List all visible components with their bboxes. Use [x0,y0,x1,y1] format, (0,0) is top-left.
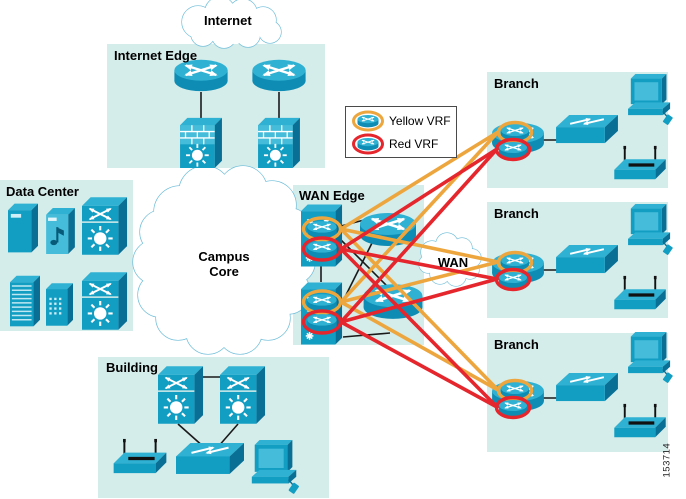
media-server-icon [46,208,75,254]
region-label-branch-top: Branch [494,76,539,91]
yellow-vrf-router-icon [307,221,336,238]
server-icon [8,203,38,253]
pc-icon [251,440,300,495]
pc-icon [627,74,673,126]
internet-router-icon [174,60,227,91]
internet-edge-devices [174,60,305,168]
compact-server-icon [46,283,73,326]
legend-label-red-vrf: Red VRF [389,136,439,151]
workgroup-switch-icon [176,443,244,474]
yellow-vrf-router-icon [352,110,384,131]
multilayer-switch-icon [158,366,203,424]
firewall-icon [258,117,300,168]
wan-cloud-label: WAN [437,255,469,270]
multilayer-switch-icon [220,366,265,424]
pc-icon [627,332,673,384]
red-vrf-router-icon [307,314,336,331]
yellow-vrf-router-icon [307,294,336,311]
data-center-devices [8,197,127,330]
region-label-data-center: Data Center [6,184,79,199]
campus-core-label-line1: Campus [198,249,250,264]
region-label-branch-bottom: Branch [494,337,539,352]
red-vrf-links [339,147,499,409]
region-label-building: Building [106,360,158,375]
rack-server-icon [10,275,40,327]
internet-cloud [181,0,282,49]
branch-bottom-vrf-routers [494,378,534,420]
region-label-wan-edge: WAN Edge [299,188,365,203]
internet-cloud-label: Internet [204,13,252,28]
branch-middle-vrf-routers [494,250,534,292]
pc-icon [627,204,673,256]
multilayer-switch-icon [82,197,127,255]
internet-router-icon [252,60,305,91]
campus-core-cloud [132,165,316,355]
legend-label-yellow-vrf: Yellow VRF [389,113,451,128]
red-vrf-router-icon [307,241,336,258]
branch-top-vrf-routers [494,120,534,162]
figure-number: 153714 [661,442,673,478]
multilayer-switch-icon [82,272,127,330]
legend-item-red-vrf: Red VRF [351,133,451,155]
building-devices [111,366,300,495]
red-vrf-router-icon [352,133,384,154]
region-label-internet-edge: Internet Edge [114,48,198,63]
campus-core-label-line2: Core [209,264,239,279]
access-point-icon [111,437,169,475]
workgroup-switch-icon [556,115,618,143]
vrf-legend: Yellow VRF Red VRF [345,106,457,158]
access-point-icon [612,144,668,181]
region-label-branch-middle: Branch [494,206,539,221]
workgroup-switch-icon [556,373,618,401]
firewall-icon [180,117,222,168]
access-point-icon [612,402,668,439]
workgroup-switch-icon [556,245,618,273]
legend-item-yellow-vrf: Yellow VRF [351,110,451,132]
access-point-icon [612,274,668,311]
wan-edge-vrf-routers [301,216,343,335]
campus-core-label: Campus Core [174,249,274,279]
